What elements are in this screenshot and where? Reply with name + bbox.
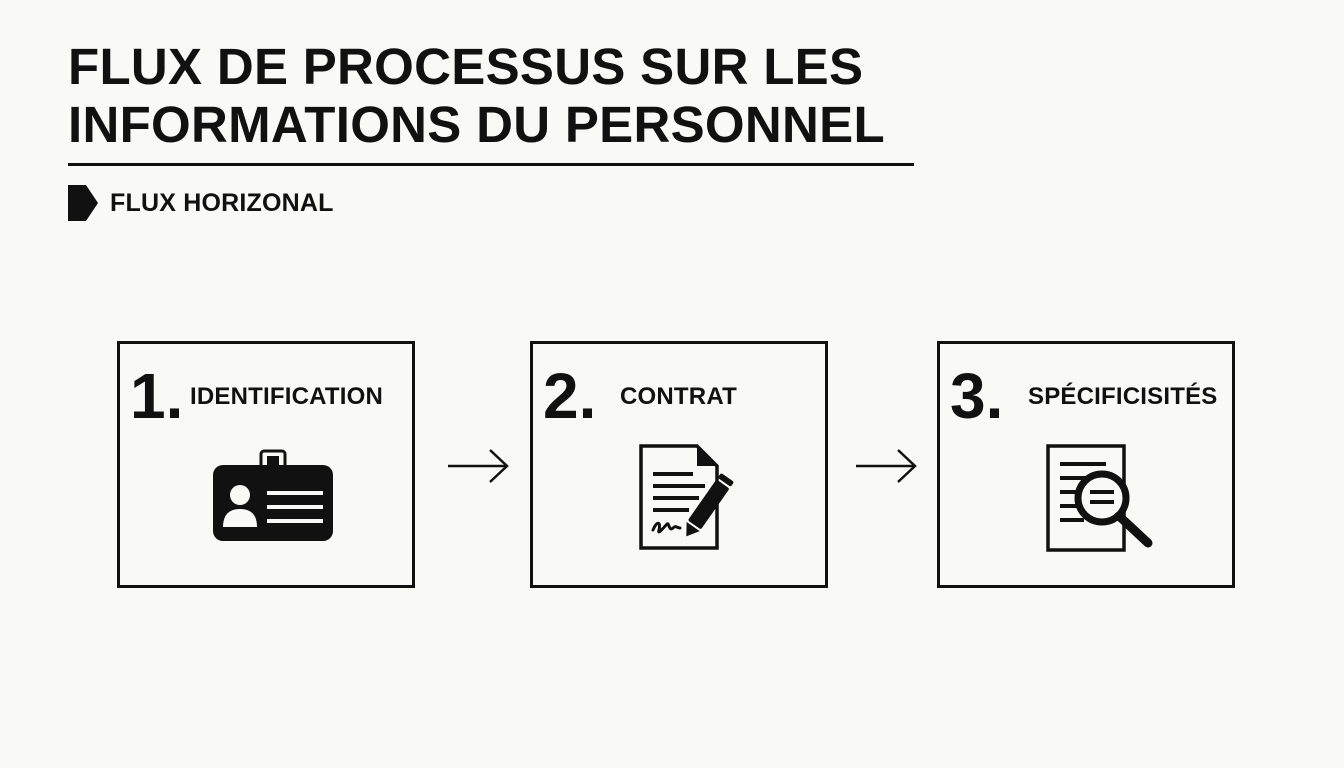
flow-subtitle-text: FLUX HORIZONAL [110, 188, 334, 217]
step-card-specificites: 3. SPÉCIFICISITÉS [937, 341, 1235, 588]
step-label: IDENTIFICATION [190, 383, 384, 410]
step-number: 2. [543, 360, 597, 432]
id-badge-icon [213, 449, 333, 541]
step-number: 1. [130, 360, 184, 432]
title-underline [68, 163, 914, 166]
document-search-icon [1046, 444, 1153, 552]
step-label: CONTRAT [620, 383, 737, 410]
pentagon-marker-icon [68, 185, 98, 221]
step-label: SPÉCIFICISITÉS [1028, 383, 1218, 410]
step-card-identification: 1. IDENTIFICATION [117, 341, 415, 588]
page-title: FLUX DE PROCESSUS SUR LES INFORMATIONS D… [68, 38, 914, 154]
flow-subtitle: FLUX HORIZONAL [68, 185, 334, 221]
step-number: 3. [950, 360, 1004, 432]
step-card-contrat: 2. CONTRAT [530, 341, 828, 588]
arrow-right-icon [448, 449, 509, 483]
arrow-right-icon [856, 449, 917, 483]
page-title-line-1: FLUX DE PROCESSUS SUR LES [68, 38, 864, 95]
page-title-line-2: INFORMATIONS DU PERSONNEL [68, 96, 885, 153]
signed-contract-icon [639, 444, 734, 550]
